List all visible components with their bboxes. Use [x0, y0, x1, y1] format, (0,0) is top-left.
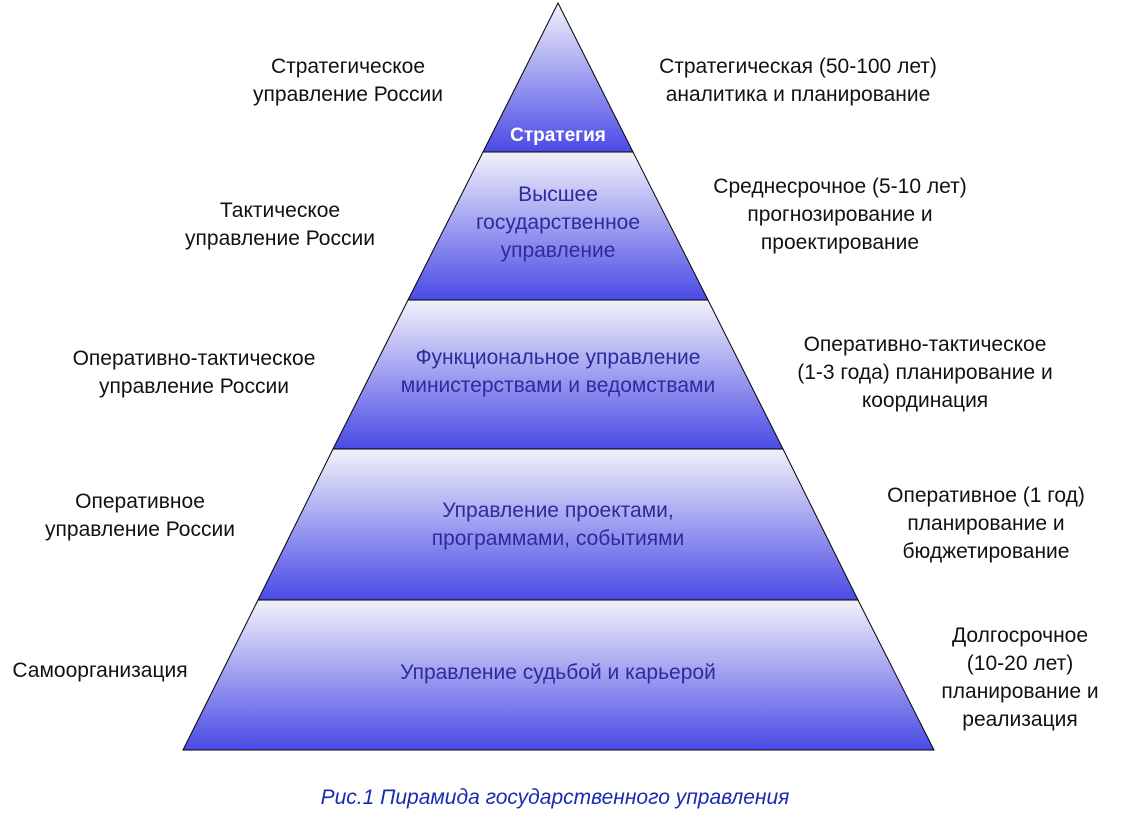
right-label-operational: Оперативное (1 год) планирование и бюдже…	[887, 484, 1085, 563]
tier-label-functional: Функциональное управление министерствами…	[400, 346, 716, 397]
tier-label-strategy: Стратегия	[510, 125, 606, 146]
left-label-operational-tactical: Оперативно-тактическое управление России	[72, 347, 316, 398]
pyramid-tier-self	[182, 599, 935, 751]
left-label-strategic: Стратегическое управление России	[253, 55, 443, 106]
figure-caption: Рис.1 Пирамида государственного управлен…	[320, 786, 790, 809]
left-label-self-organization: Самоорганизация	[12, 659, 188, 682]
left-label-operational: Оперативное управление России	[45, 490, 235, 541]
right-label-long-term: Долгосрочное (10-20 лет) планирование и …	[941, 624, 1099, 731]
left-label-tactical: Тактическое управление России	[185, 199, 375, 250]
tier-label-higher-gov: Высшее государственное управление	[475, 183, 641, 262]
right-label-operational-tactical: Оперативно-тактическое (1-3 года) планир…	[797, 333, 1053, 412]
tier-label-projects: Управление проектами, программами, событ…	[431, 499, 685, 550]
right-label-mid-term: Среднесрочное (5-10 лет) прогнозирование…	[713, 175, 967, 254]
right-label-strategic: Стратегическая (50-100 лет) аналитика и …	[659, 55, 937, 106]
tier-label-self: Управление судьбой и карьерой	[400, 661, 716, 684]
